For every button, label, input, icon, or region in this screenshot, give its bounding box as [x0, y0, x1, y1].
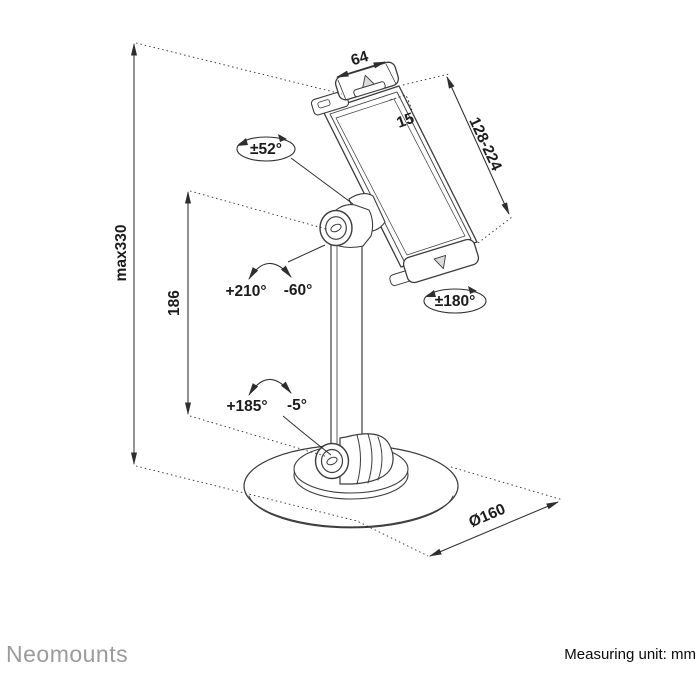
dimension-holder-depth: 15 [389, 94, 417, 132]
base-joint-positive-label: +185° [226, 398, 267, 415]
base-joint-body [339, 433, 394, 485]
base-joint-ring [320, 448, 344, 474]
mid-joint-positive-label: +210° [225, 283, 266, 300]
annotation-holder-rotation: ±180° [423, 286, 487, 314]
annotation-mid-joint: +210° -60° [225, 244, 326, 300]
base-joint-rib-3 [377, 436, 383, 481]
base-joint-negative-label: -5° [287, 397, 307, 414]
column-drawing [330, 235, 363, 470]
rotation-annotations: ±52° +210° -60° ±180° +185° -5° [225, 134, 487, 456]
mid-joint-ring [325, 216, 347, 240]
base-joint-pointer [282, 415, 332, 456]
base-joint-rib-2 [367, 433, 373, 484]
annotation-holder-tilt: ±52° [236, 134, 354, 205]
base-joint-rib-1 [356, 434, 361, 485]
dimension-arm-height: 186 [166, 190, 329, 458]
holder-rotation-label: ±180° [435, 293, 476, 310]
holder-bottom-clamp [389, 238, 480, 286]
holder-screen-edge [335, 98, 466, 256]
dimension-base-diameter-label: Ø160 [466, 501, 508, 531]
mid-joint-negative-label: -60° [284, 282, 313, 299]
dimension-max-height: max330 [113, 42, 429, 557]
rotation-ellipse-icon [236, 136, 296, 162]
brand-logo: Neomounts [6, 641, 129, 667]
dimension-holder-width-label: 64 [349, 48, 371, 69]
dimension-holder-length-label: 128-224 [465, 115, 505, 174]
annotation-base-joint: +185° -5° [226, 378, 332, 456]
mid-joint-slot [330, 223, 342, 233]
column-body [330, 235, 363, 470]
holder-tilt-label: ±52° [250, 141, 282, 158]
dimension-max-height-label: max330 [113, 225, 130, 282]
measuring-unit-note: Measuring unit: mm [564, 646, 696, 663]
rotation-ellipse-icon [423, 288, 487, 314]
bottom-clamp-arrow-marker [433, 254, 447, 270]
dimension-holder-width: 64 [335, 48, 397, 101]
mid-joint-pointer [287, 244, 326, 263]
base-joint-drawing [314, 433, 394, 485]
rotation-arc-icon [248, 378, 292, 396]
holder-tilt-pointer [290, 157, 354, 205]
mid-joint-drawing [319, 193, 386, 249]
base-joint-slot [326, 456, 338, 466]
dimension-arm-height-label: 186 [166, 290, 183, 316]
dimension-holder-depth-label: 15 [394, 110, 416, 132]
rotation-arc-icon [248, 262, 292, 280]
top-clamp-arrow-marker [362, 74, 375, 88]
